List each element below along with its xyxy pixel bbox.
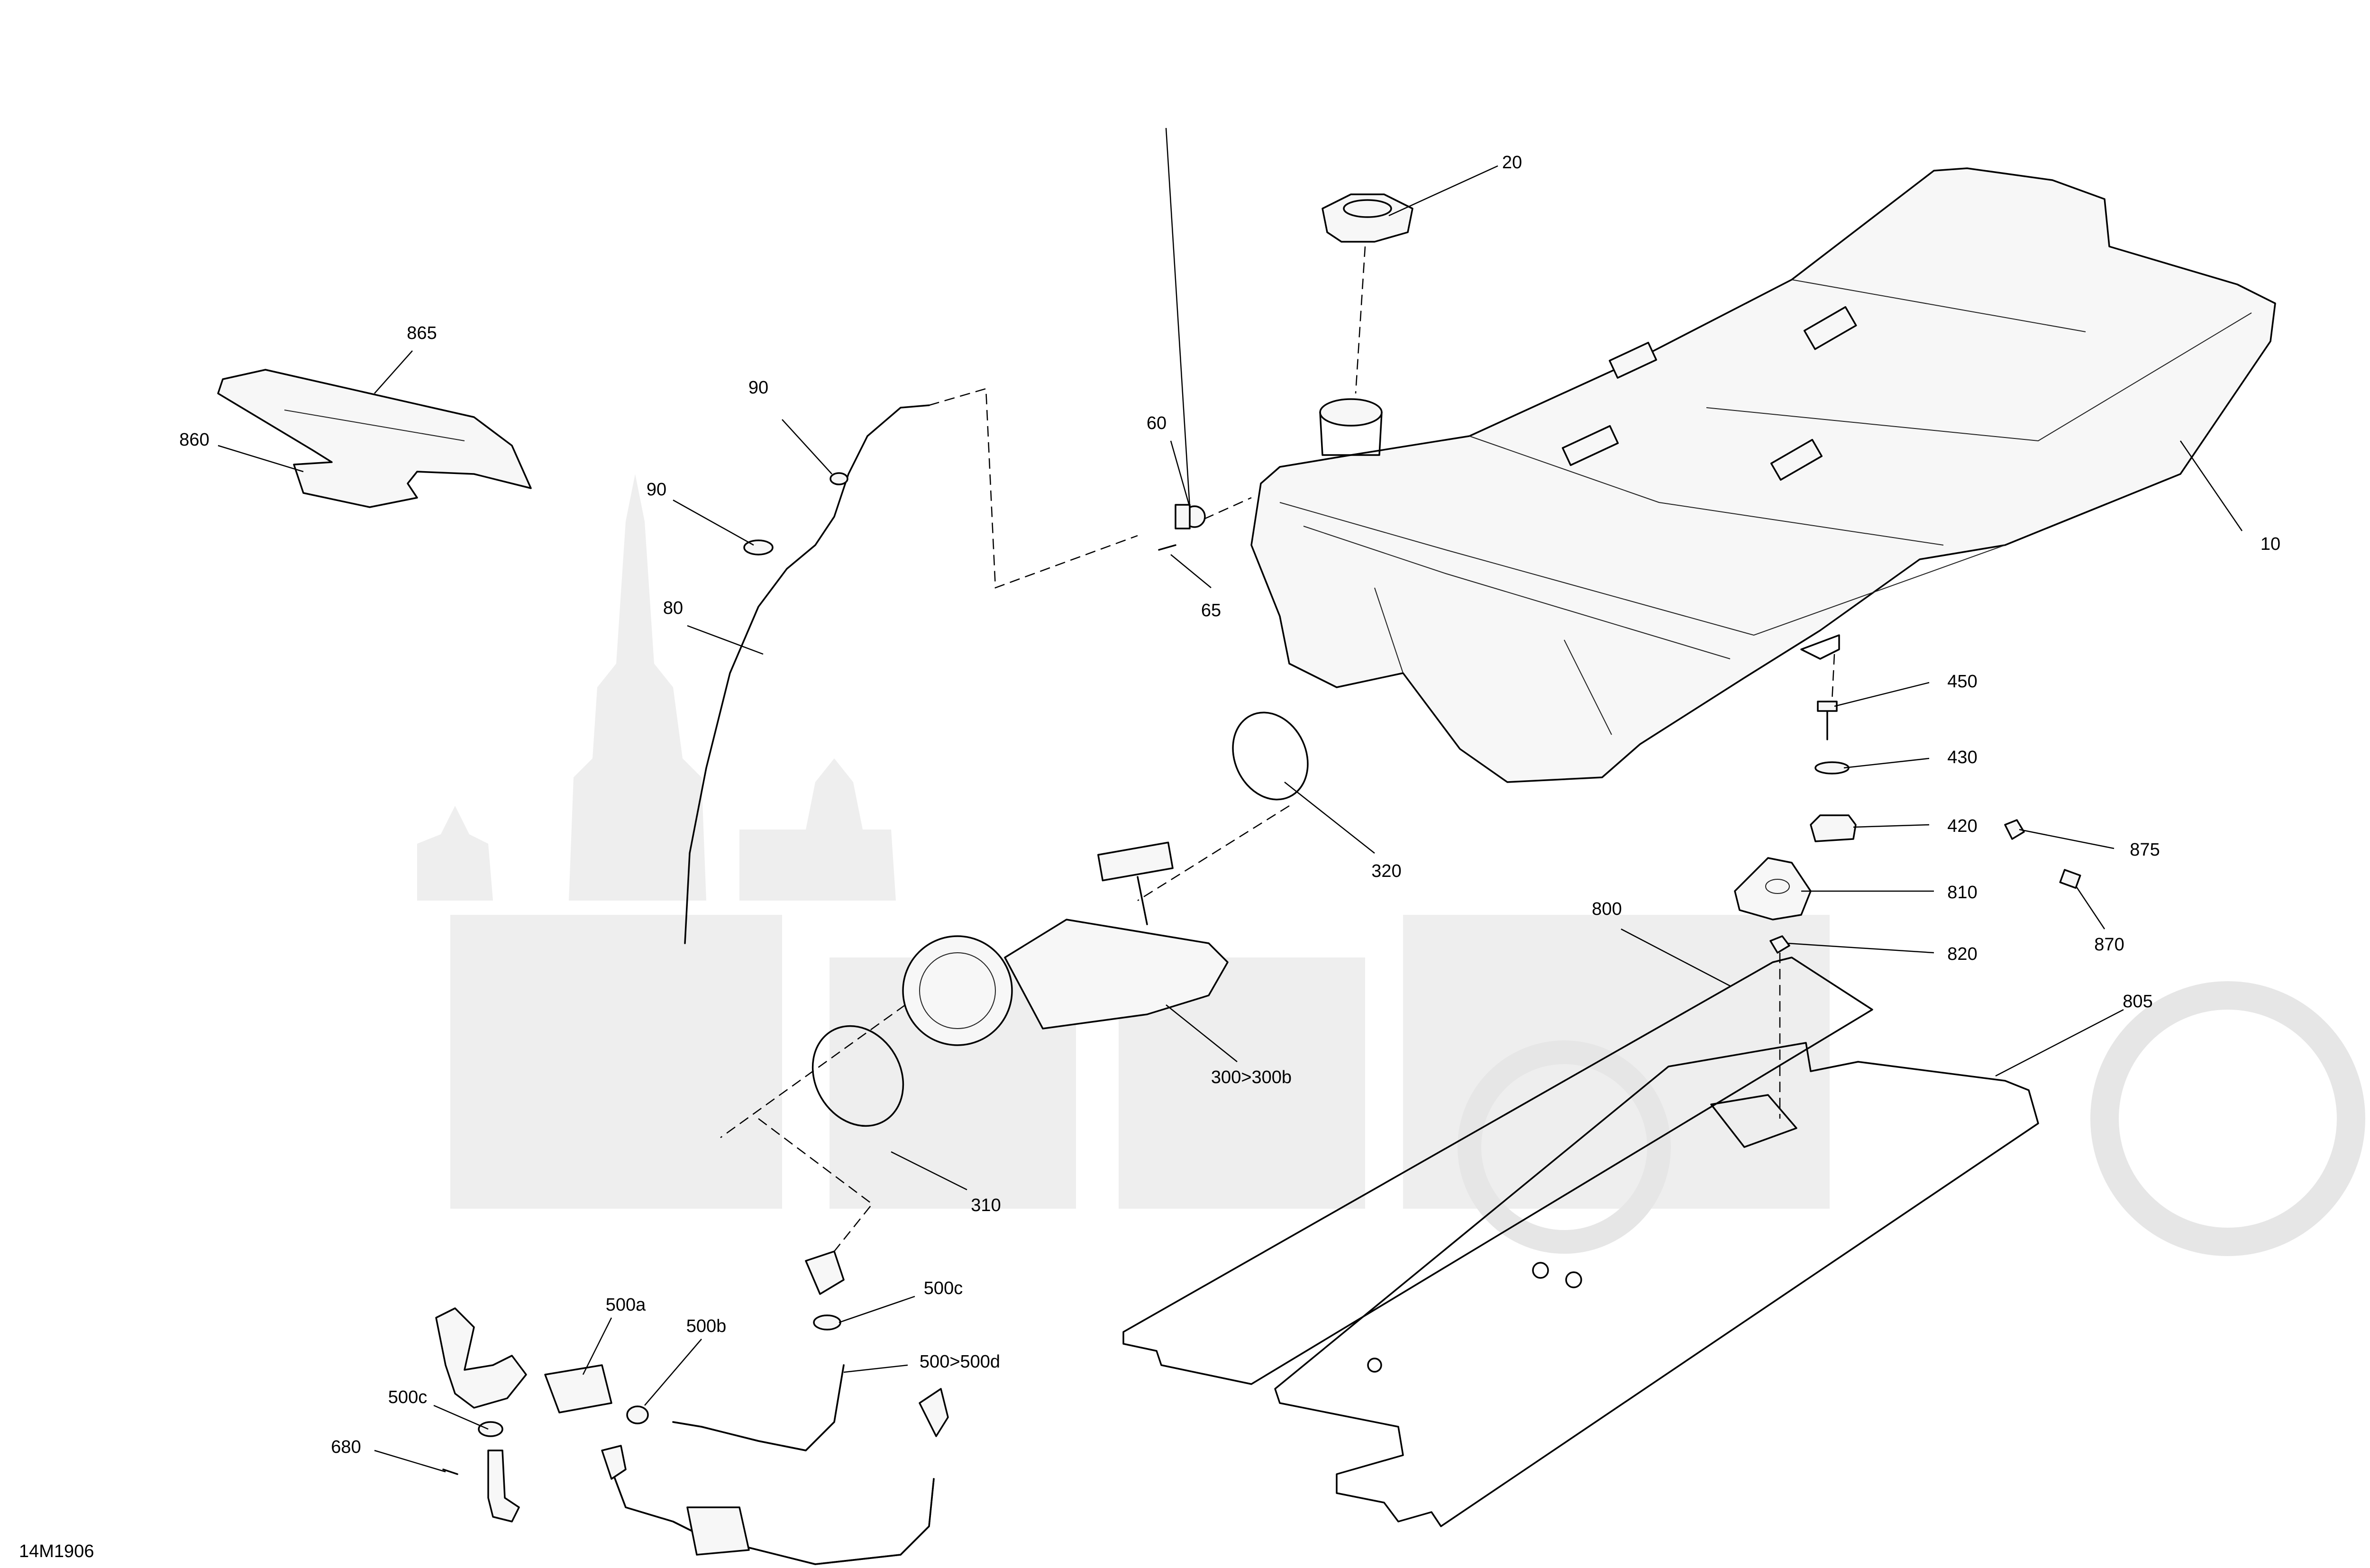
- diagram-code: 14M1906: [19, 1541, 94, 1561]
- bolt-450: [1817, 701, 1838, 740]
- watermark-skyline: [417, 474, 896, 901]
- callout-420: 420: [1947, 816, 1977, 836]
- watermark-letter-a: [450, 915, 782, 1209]
- callout-300: 300>300b: [1211, 1067, 1292, 1087]
- o-ring-310: [720, 1004, 906, 1252]
- fuel-pump-300: [902, 841, 1229, 1046]
- callout-20: 20: [1502, 153, 1522, 173]
- washer-430: [1814, 761, 1850, 775]
- callout-90-top: 90: [748, 378, 768, 398]
- callout-820: 820: [1947, 944, 1977, 964]
- bracket-810: [1734, 857, 1812, 921]
- callout-870: 870: [2094, 935, 2124, 955]
- callout-60: 60: [1147, 413, 1167, 433]
- clip-875: [2004, 819, 2025, 840]
- callout-500-500d: 500>500d: [920, 1352, 1000, 1372]
- callout-labels: 10 20 60 65 80 90 90 860 865 300>300b 31…: [179, 153, 2280, 1457]
- callout-810: 810: [1947, 883, 1977, 903]
- callout-500b: 500b: [686, 1316, 727, 1336]
- sensor-60: [1175, 504, 1206, 529]
- fuel-line-500: [435, 1250, 949, 1565]
- callout-430: 430: [1947, 748, 1977, 767]
- callout-875: 875: [2130, 840, 2160, 860]
- clip-870: [2059, 869, 2081, 889]
- callout-310: 310: [971, 1195, 1001, 1215]
- callout-500a: 500a: [606, 1295, 646, 1315]
- callout-860: 860: [179, 430, 209, 450]
- plate-805: [1274, 1042, 2039, 1527]
- callout-10: 10: [2261, 534, 2280, 554]
- callout-320: 320: [1371, 861, 1401, 881]
- callout-500c-top: 500c: [924, 1278, 963, 1298]
- callout-805: 805: [2123, 992, 2152, 1012]
- callout-90-left: 90: [647, 480, 666, 500]
- fuel-tank-10: [1250, 167, 2276, 783]
- callout-800: 800: [1592, 899, 1622, 919]
- callout-450: 450: [1947, 672, 1977, 692]
- tank-tab-1: [1609, 342, 1657, 379]
- watermark-wheel-2: [1458, 1040, 1671, 1254]
- callout-680: 680: [331, 1437, 361, 1457]
- heat-shield-860-865: [217, 369, 532, 508]
- clamp-90-a: [830, 472, 848, 485]
- callout-500c-left: 500c: [388, 1387, 427, 1407]
- fuel-tank-body: [1250, 167, 2276, 783]
- vent-hose-80: [684, 388, 1138, 944]
- callout-80: 80: [663, 598, 683, 618]
- watermark-wheel: [2090, 981, 2365, 1256]
- grommet-420: [1810, 814, 1857, 842]
- callout-865: 865: [407, 323, 437, 343]
- tank-tab-4: [1803, 306, 1857, 350]
- filler-neck: [1319, 398, 1383, 427]
- filler-cap-20: [1322, 193, 1413, 394]
- tank-tab-2: [1561, 425, 1619, 466]
- leader-lines: [218, 128, 2243, 1473]
- tank-tab-3: [1770, 438, 1823, 481]
- callout-65: 65: [1201, 601, 1221, 620]
- nut-820: [1769, 935, 1790, 954]
- plate-800: [1122, 957, 1873, 1385]
- o-ring-320: [1137, 711, 1309, 902]
- screw-65: [1158, 544, 1176, 551]
